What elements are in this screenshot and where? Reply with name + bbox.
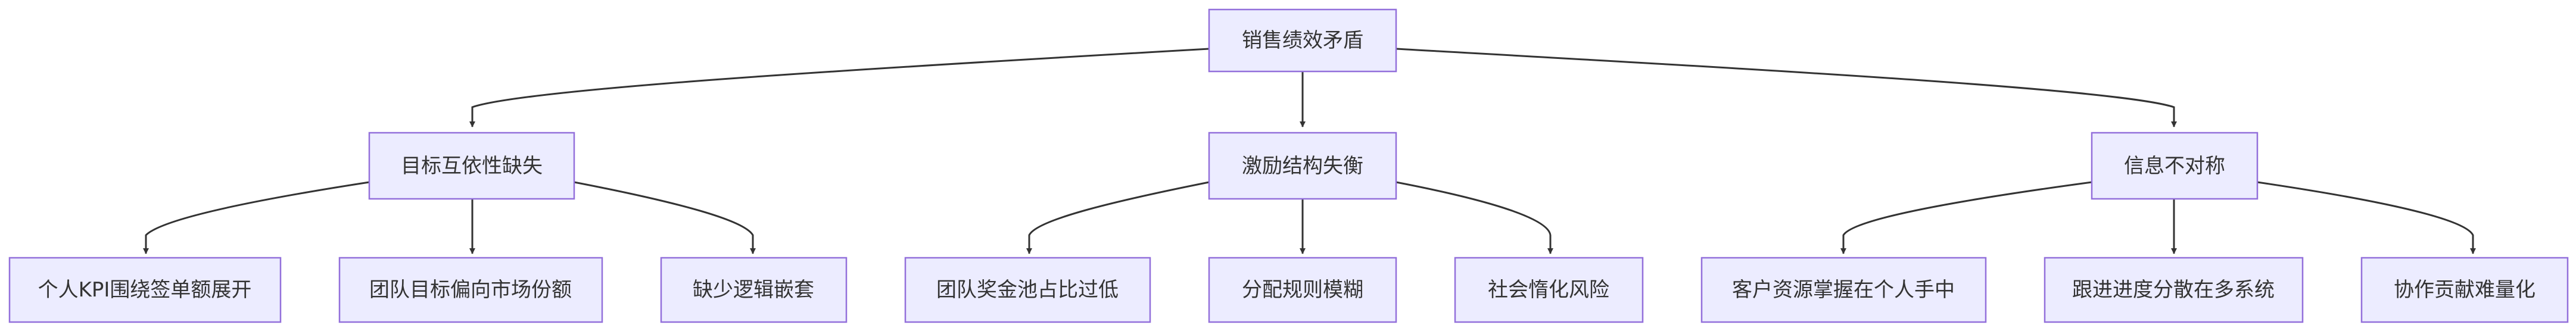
node-client-resources-individual[interactable]: 客户资源掌握在个人手中 <box>1700 257 1987 323</box>
edges <box>143 48 2476 254</box>
edge-incentive-to-loafing <box>1396 181 1553 254</box>
node-label: 目标互依性缺失 <box>401 154 543 178</box>
edge-goal-to-kpi <box>143 181 370 254</box>
node-label: 团队奖金池占比过低 <box>936 278 1119 302</box>
node-label: 激励结构失衡 <box>1242 154 1363 178</box>
node-label: 销售绩效矛盾 <box>1242 29 1363 52</box>
node-label: 客户资源掌握在个人手中 <box>1732 278 1955 302</box>
node-goal-interdependence[interactable]: 目标互依性缺失 <box>368 132 575 200</box>
node-label: 缺少逻辑嵌套 <box>693 278 814 302</box>
edge-root-to-info <box>1396 48 2177 127</box>
node-label: 分配规则模糊 <box>1242 278 1363 302</box>
node-label: 团队目标偏向市场份额 <box>369 278 572 302</box>
node-team-market-share[interactable]: 团队目标偏向市场份额 <box>338 257 603 323</box>
node-label: 跟进进度分散在多系统 <box>2072 278 2275 302</box>
edge-info-to-resources <box>1840 181 2092 254</box>
node-label: 协作贡献难量化 <box>2394 278 2535 302</box>
edge-info-to-contribution <box>2257 181 2476 254</box>
node-label: 个人KPI围绕签单额展开 <box>38 278 252 302</box>
node-kpi-sign-amount[interactable]: 个人KPI围绕签单额展开 <box>8 257 282 323</box>
nodes: 销售绩效矛盾 目标互依性缺失 激励结构失衡 信息不对称 个人KPI围绕签单额展开… <box>8 8 2569 323</box>
edge-goal-to-logic <box>574 181 756 254</box>
node-vague-allocation-rules[interactable]: 分配规则模糊 <box>1208 257 1397 323</box>
node-missing-logic-nesting[interactable]: 缺少逻辑嵌套 <box>660 257 848 323</box>
node-root[interactable]: 销售绩效矛盾 <box>1208 8 1397 73</box>
node-information-asymmetry[interactable]: 信息不对称 <box>2091 132 2259 200</box>
node-progress-scattered-systems[interactable]: 跟进进度分散在多系统 <box>2044 257 2304 323</box>
node-social-loafing-risk[interactable]: 社会惰化风险 <box>1454 257 1644 323</box>
node-label: 信息不对称 <box>2124 154 2225 178</box>
node-incentive-structure[interactable]: 激励结构失衡 <box>1208 132 1397 200</box>
node-team-bonus-pool[interactable]: 团队奖金池占比过低 <box>904 257 1151 323</box>
node-contribution-hard-to-quantify[interactable]: 协作贡献难量化 <box>2360 257 2569 323</box>
edge-incentive-to-pool <box>1026 181 1210 254</box>
edge-root-to-goal <box>469 48 1210 127</box>
node-label: 社会惰化风险 <box>1488 278 1609 302</box>
